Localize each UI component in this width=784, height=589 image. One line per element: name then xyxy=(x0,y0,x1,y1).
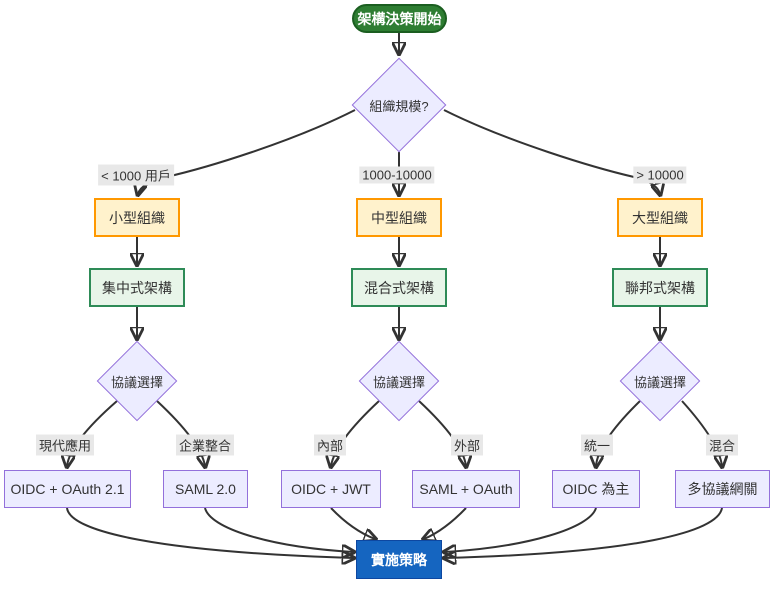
edge-label-internal: 內部 xyxy=(313,434,347,456)
node-protocol-choice-right: 協議選擇 xyxy=(619,340,701,422)
node-protocol-choice-label: 協議選擇 xyxy=(633,374,686,390)
node-start: 架構決策開始 xyxy=(352,4,447,33)
edge-label-mixed: 混合 xyxy=(705,434,739,456)
edge-oidc-primary-to-impl xyxy=(445,507,597,552)
node-medium-org: 中型組織 xyxy=(356,198,442,237)
edge-saml-oauth-to-impl xyxy=(424,507,467,539)
edge-label-external: 外部 xyxy=(450,434,484,456)
node-small-org: 小型組織 xyxy=(94,198,180,237)
node-saml-20: SAML 2.0 xyxy=(163,470,248,508)
node-implementation-strategy: 實施策略 xyxy=(356,540,442,579)
edge-size-to-large xyxy=(443,109,660,194)
node-hybrid-arch: 混合式架構 xyxy=(351,268,447,307)
node-org-size-decision: 組織規模? xyxy=(351,57,447,153)
edge-label-lt-1000: < 1000 用戶 xyxy=(98,164,174,186)
edge-oidc-oauth-to-impl xyxy=(66,507,353,558)
edge-oidc-jwt-to-impl xyxy=(330,507,375,539)
node-centralized-arch: 集中式架構 xyxy=(89,268,185,307)
node-oidc-primary: OIDC 為主 xyxy=(552,470,640,508)
node-org-size-label: 組織規模? xyxy=(369,98,429,114)
node-protocol-choice-mid: 協議選擇 xyxy=(358,340,440,422)
node-federated-arch: 聯邦式架構 xyxy=(612,268,708,307)
node-protocol-choice-label: 協議選擇 xyxy=(110,374,163,390)
node-large-org: 大型組織 xyxy=(617,198,703,237)
node-oidc-oauth21: OIDC + OAuth 2.1 xyxy=(4,470,131,508)
edge-saml2-to-impl xyxy=(204,507,353,552)
node-protocol-choice-label: 協議選擇 xyxy=(372,374,425,390)
edge-label-1000-10000: 1000-10000 xyxy=(359,166,435,184)
edge-multi-gateway-to-impl xyxy=(445,507,723,558)
node-multi-protocol-gateway: 多協議網關 xyxy=(675,470,770,508)
node-protocol-choice-left: 協議選擇 xyxy=(96,340,178,422)
edge-label-enterprise-integration: 企業整合 xyxy=(175,434,235,456)
node-saml-oauth: SAML + OAuth xyxy=(412,470,520,508)
edge-label-unified: 統一 xyxy=(580,434,614,456)
edge-label-gt-10000: > 10000 xyxy=(633,166,687,184)
node-oidc-jwt: OIDC + JWT xyxy=(281,470,381,508)
edge-label-modern-app: 現代應用 xyxy=(35,434,95,456)
